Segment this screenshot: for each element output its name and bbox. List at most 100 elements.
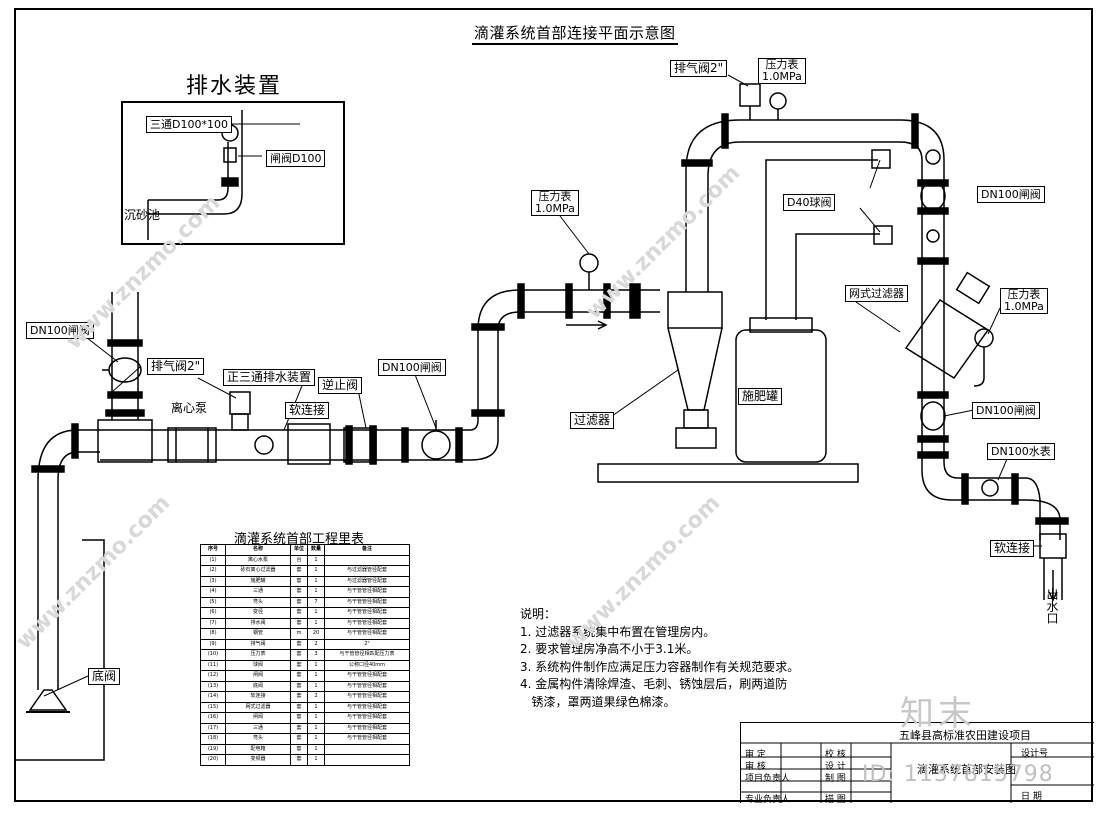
bom-cell: 施肥罐 bbox=[225, 575, 291, 587]
soft1-label: 软连接 bbox=[285, 402, 330, 419]
bom-cell: (15) bbox=[200, 701, 226, 713]
note-item: 3. 系统构件制作应满足压力容器制作有关规范要求。 bbox=[520, 659, 800, 674]
bom-cell: 1 bbox=[307, 701, 325, 713]
dn100-right-bot-valve bbox=[920, 401, 946, 431]
bom-cell: 1 bbox=[307, 680, 325, 692]
pump-label: 离心泵 bbox=[171, 401, 208, 415]
bom-cell: (9) bbox=[200, 638, 226, 650]
bom-cell: (12) bbox=[200, 670, 226, 682]
gauge-right-dial bbox=[974, 328, 994, 348]
bom-cell: 与干管管径相配套 bbox=[324, 670, 410, 682]
bom-cell: 与干管管径相配套 bbox=[324, 691, 410, 703]
bom-cell: (18) bbox=[200, 733, 226, 745]
note-item: 锈漆，罩两道果绿色棉漆。 bbox=[520, 694, 676, 709]
bom-cell bbox=[324, 754, 410, 766]
bom-cell: 与干管管径相配套 bbox=[324, 628, 410, 640]
gauge-mid-dial bbox=[579, 253, 599, 273]
bom-cell: 与干管管径相配套 bbox=[324, 722, 410, 734]
dn100-mid-label: DN100闸阀 bbox=[378, 359, 446, 376]
watermark-id: ID: 1137815798 bbox=[862, 762, 1054, 787]
exhaust-pump-label: 排气阀2" bbox=[147, 358, 205, 375]
fert-line-1 bbox=[765, 159, 878, 320]
bom-cell: 2" bbox=[324, 638, 410, 650]
notes: 说明： 1. 过滤器系统集中布置在管理房内。 2. 要求管理房净高不小于3.1米… bbox=[520, 606, 799, 711]
title-block: 五峰县高标准农田建设项目 设计号 滴灌系统首部安装图 审 定 校 核 审 核 设… bbox=[740, 722, 1094, 805]
bom-cell: 套 bbox=[290, 733, 308, 745]
filter-base bbox=[675, 427, 717, 449]
design-number-label: 设计号 bbox=[1021, 749, 1049, 759]
bom-cell: 3 bbox=[307, 649, 325, 661]
bom-cell: 1 bbox=[307, 565, 325, 577]
bom-cell: (20) bbox=[200, 754, 226, 766]
bom-header-cell: 单位 bbox=[290, 544, 308, 556]
dn100-left-label: DN100闸阀 bbox=[26, 322, 94, 339]
ball-valve-1 bbox=[871, 149, 891, 169]
bom-cell: 与过滤器管径配套 bbox=[324, 575, 410, 587]
gauge-top-dial bbox=[769, 92, 787, 110]
bom-cell: (7) bbox=[200, 617, 226, 629]
bom-cell: 与干管管径相配套 bbox=[324, 586, 410, 598]
bom-cell: (3) bbox=[200, 575, 226, 587]
bom-cell: 1 bbox=[307, 754, 325, 766]
bom-cell: 套 bbox=[290, 575, 308, 587]
bom-cell: 与干管管径相配套 bbox=[324, 712, 410, 724]
ball-valve-label: D40球阀 bbox=[783, 194, 836, 211]
bom-cell: 弯头 bbox=[225, 733, 291, 745]
bom-cell: 套 bbox=[290, 607, 308, 619]
bom-cell: 套 bbox=[290, 712, 308, 724]
bom-cell: 球阀 bbox=[225, 659, 291, 671]
bom-cell: 闸阀 bbox=[225, 670, 291, 682]
bom-header-cell: 名称 bbox=[225, 544, 291, 556]
fert-line-2 bbox=[795, 233, 880, 320]
bom-cell: 与过滤器管径配套 bbox=[324, 565, 410, 577]
check-valve-label: 逆止阀 bbox=[318, 377, 363, 394]
outlet-label: 出水口 bbox=[1045, 588, 1059, 624]
bom-cell: (5) bbox=[200, 596, 226, 608]
bom-cell: 排水阀 bbox=[225, 617, 291, 629]
bom-cell: 三通 bbox=[225, 586, 291, 598]
bom-title: 滴灌系统首部工程里表 bbox=[234, 532, 365, 547]
bom-cell: 套 bbox=[290, 596, 308, 608]
bom-cell: 配电箱 bbox=[225, 743, 291, 755]
bom-cell: 套 bbox=[290, 586, 308, 598]
bom-cell: 套 bbox=[290, 638, 308, 650]
bom-cell: (1) bbox=[200, 554, 226, 566]
bom-cell: 1 bbox=[307, 659, 325, 671]
bom-cell: 套 bbox=[290, 743, 308, 755]
exhaust-valve-pump bbox=[229, 391, 251, 415]
tb-cell: 审 核 bbox=[745, 762, 766, 772]
bom-cell bbox=[324, 743, 410, 755]
bom-cell: 三通 bbox=[225, 722, 291, 734]
drain-pipe-inner bbox=[148, 110, 243, 215]
tb-cell: 描 图 bbox=[825, 795, 846, 805]
bom-header-cell: 数量 bbox=[307, 544, 325, 556]
equipment-platform bbox=[597, 463, 859, 483]
bom-cell: 套 bbox=[290, 691, 308, 703]
tb-cell: 制 图 bbox=[825, 774, 846, 784]
bom-cell: 1 bbox=[307, 722, 325, 734]
drain-inset-frame bbox=[121, 101, 345, 245]
bom-cell: 套 bbox=[290, 649, 308, 661]
bom-cell: 套 bbox=[290, 670, 308, 682]
outlet-pipe-outer bbox=[921, 380, 1061, 540]
bom-cell: 1 bbox=[307, 733, 325, 745]
flow-arrow bbox=[566, 320, 608, 330]
drain-gate-label: 闸阀D100 bbox=[266, 150, 326, 167]
bom-cell: 1 bbox=[307, 670, 325, 682]
screen-filter-label: 网式过滤器 bbox=[845, 285, 908, 302]
page-title: 滴灌系统首部连接平面示意图 bbox=[472, 22, 678, 45]
water-meter-dial bbox=[981, 479, 999, 497]
bom-cell: (14) bbox=[200, 691, 226, 703]
tb-cell: 设 计 bbox=[825, 762, 846, 772]
bom-cell: 7 bbox=[307, 596, 325, 608]
project-name: 五峰县高标准农田建设项目 bbox=[899, 729, 1031, 742]
